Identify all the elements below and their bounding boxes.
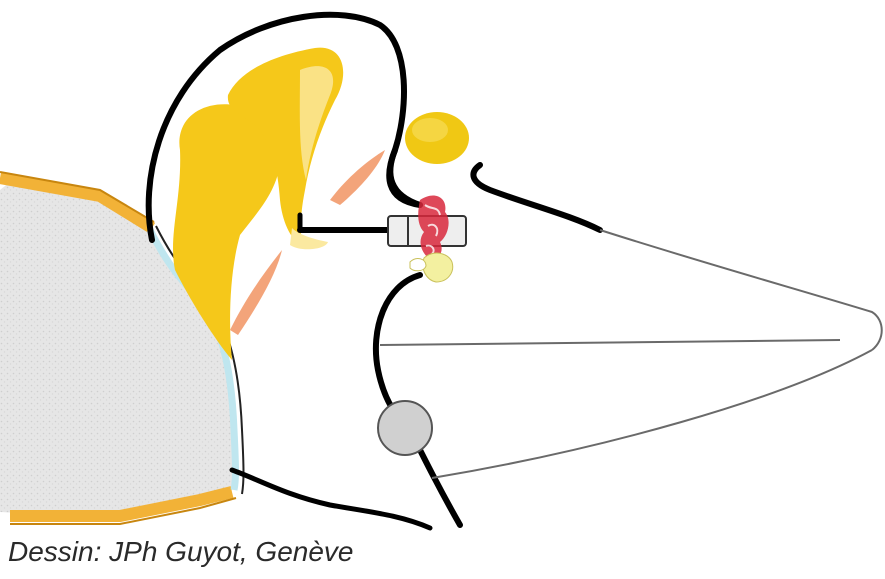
drawing-credit-caption: Dessin: JPh Guyot, Genève (8, 536, 354, 568)
muscle-lower (230, 250, 282, 335)
sensor-disc (378, 401, 432, 455)
canal-floor-outline (232, 470, 430, 528)
cable-middle (380, 340, 840, 345)
round-window-ball-highlight (412, 118, 448, 142)
ossicle-highlight (300, 66, 333, 180)
cable-upper (600, 230, 882, 350)
canal-lower-outline (376, 275, 460, 525)
inner-ear-blob-small (410, 259, 426, 271)
canal-right-segment (473, 165, 600, 230)
inner-ear-blob (423, 253, 453, 282)
muscle-upper (330, 150, 385, 205)
cable-lower (432, 350, 872, 478)
